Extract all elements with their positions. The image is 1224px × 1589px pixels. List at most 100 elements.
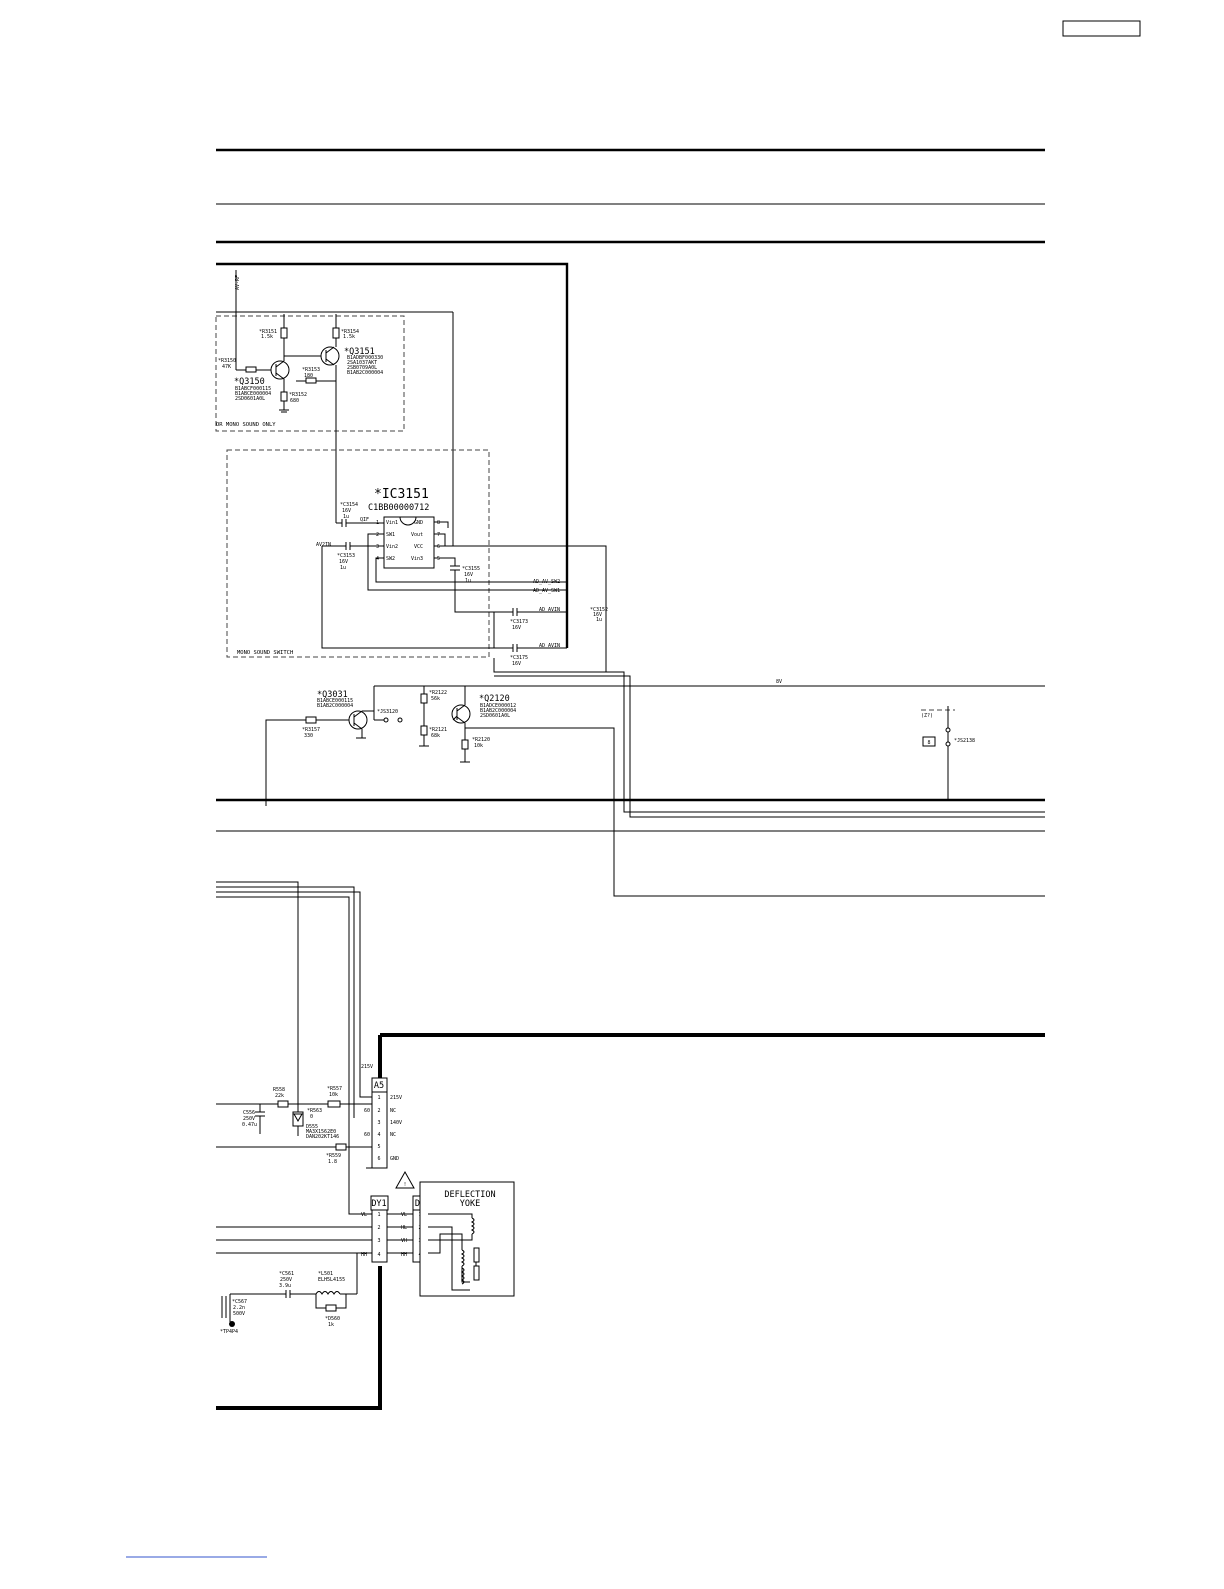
net-ad-av-sw2: AD_AV_SW2 [533, 579, 560, 585]
q2120-part-0: B1ADCE000012 [480, 703, 516, 709]
resistor-r3150 [245, 366, 257, 373]
c3155-v: 16V [464, 572, 473, 578]
wire-av2in-loop [321, 546, 494, 649]
warning-icon-glyph: ! [403, 1182, 406, 1188]
rail-8v-label: 8V [776, 679, 782, 685]
connector-a5-pins: 1 215V 2 NC 60 3 140V 4 NC 60 5 6 GND [364, 1095, 402, 1162]
ic-pin-3-num: 3 [376, 544, 379, 550]
l501-part: ELH5L4155 [318, 1277, 345, 1283]
q3150-part-2: 2SD0601A0L [235, 396, 265, 402]
a5-pin-5-num: 5 [377, 1144, 380, 1150]
a5-pin-4-name: NC [390, 1132, 396, 1138]
ic-pin-2-num: 2 [376, 532, 379, 538]
resistor-r3152 [280, 391, 288, 402]
ic3151-part: C1BB00000712 [368, 503, 429, 513]
resistor-r559 [335, 1143, 347, 1151]
d555-part-0: MA3X1562E0 [306, 1129, 336, 1135]
c3153-v: 16V [339, 559, 348, 565]
r3151-val: 1.5k [261, 334, 273, 340]
c3175-ref: *C3175 [510, 655, 528, 661]
resistor-r2120 [461, 739, 469, 750]
r559-ref: *R559 [326, 1153, 341, 1159]
diode-d555-symbol [293, 1113, 303, 1123]
mono-sound-only-block [215, 315, 405, 432]
q3151-part-2: 2SB0709A0L [347, 365, 377, 371]
c556-val: 0.47u [242, 1122, 257, 1128]
wire-r3157-in [265, 719, 306, 806]
r557-val: 10k [329, 1092, 338, 1098]
warning-icon [395, 1170, 415, 1189]
r558-val: 22k [275, 1093, 284, 1099]
d555-part-1: DAN202KT146 [306, 1134, 339, 1140]
dy-pin-3-tag: VH [401, 1238, 407, 1244]
resistor-d560 [325, 1304, 337, 1312]
q3031-collector [353, 710, 363, 718]
d560-ref: *D560 [325, 1316, 340, 1322]
yoke-wire-5 [461, 1266, 470, 1283]
c3152-val: 1u [596, 617, 602, 623]
ic-pin-8-num: 8 [437, 520, 440, 526]
c3173-ref: *C3173 [510, 619, 528, 625]
ic-pin-2-name: SW1 [386, 532, 395, 538]
ic3151-right-pins: GND 8 Vout 7 VCC 6 Vin3 5 [411, 520, 440, 562]
resistor-r3151 [280, 327, 288, 339]
c3153-ref: *C3153 [337, 553, 355, 559]
q2120-part-2: 2SD0601A0L [480, 713, 510, 719]
dy-pin-4-tag: HH [401, 1252, 407, 1258]
deflection-yoke-title: DEFLECTION [444, 1190, 495, 1200]
connector-box-label: 8 [927, 740, 930, 746]
ic-pin-8-name: GND [414, 520, 423, 526]
q2120-ref: *Q2120 [479, 694, 510, 704]
connector-dy1-body [371, 1209, 388, 1263]
resistor-r3157 [305, 716, 317, 724]
av2in-label: AV2IN [316, 542, 331, 548]
a5-pin-1-name: 215V [390, 1095, 402, 1101]
c3154-val: 1u [343, 514, 349, 520]
q3031-part-0: B1ABCE000115 [317, 698, 353, 704]
c3154-ref: *C3154 [340, 502, 358, 508]
yoke-resistor-a [473, 1247, 480, 1263]
dy1-pin-2-num: 2 [377, 1225, 380, 1231]
net-ad-avin-1: AD_AVIN [539, 607, 560, 613]
ic3151-notch [399, 516, 417, 526]
c3152-ref: *C3152 [590, 607, 608, 613]
bus-line-a [493, 658, 1045, 813]
r3154-val: 1.5k [343, 334, 355, 340]
wire-d560-in [315, 1294, 326, 1309]
r3152-ref: *R3152 [289, 392, 307, 398]
wire-vin3 [434, 557, 456, 566]
q3031-ref: *Q3031 [317, 690, 348, 700]
resistor-r3154 [332, 327, 340, 339]
c3152-v: 16V [593, 612, 602, 618]
wire-q2120-base [452, 715, 458, 721]
dy1-pin-1-tag: VL [361, 1212, 367, 1218]
c3153-val: 1u [340, 565, 346, 571]
q3150-collector [275, 360, 285, 368]
q3151-part-3: B1AB2C000004 [347, 370, 383, 376]
resistor-r557 [327, 1100, 341, 1108]
r3152-val: 680 [290, 398, 299, 404]
net-ad-avin-2: AD_AVIN [539, 643, 560, 649]
a5-pin-4-num: 4 [377, 1132, 380, 1138]
js2138-label: *JS2138 [954, 738, 975, 744]
a5-pin-6-num: 6 [377, 1156, 380, 1162]
net-ad-av-sw1: AD_AV_SW1 [533, 588, 560, 594]
ic-pin-7-num: 7 [437, 532, 440, 538]
c567-val: 2.2n [233, 1305, 245, 1311]
r559-val: 1.8 [328, 1159, 337, 1165]
dy-pin-1-tag: VL [401, 1212, 407, 1218]
yoke-coil-horizontal-a [460, 1249, 465, 1267]
q3031-part-1: B1AB2C000004 [317, 703, 353, 709]
a5-pin-3-name: 140V [390, 1120, 402, 1126]
test-point-tp4p4 [229, 1321, 235, 1327]
q2120-part-1: B1AB2C000004 [480, 708, 516, 714]
tp4p4-label: *TP4P4 [220, 1329, 238, 1335]
deflection-yoke-box [419, 1181, 515, 1297]
a5-pin-2-name: NC [390, 1108, 396, 1114]
wire-q3031-c [362, 686, 375, 712]
r3153-val: 180 [304, 373, 313, 379]
q3150-ref: *Q3150 [234, 377, 265, 387]
q2120-collector [456, 704, 466, 712]
small-label: (Z?) [921, 713, 933, 719]
